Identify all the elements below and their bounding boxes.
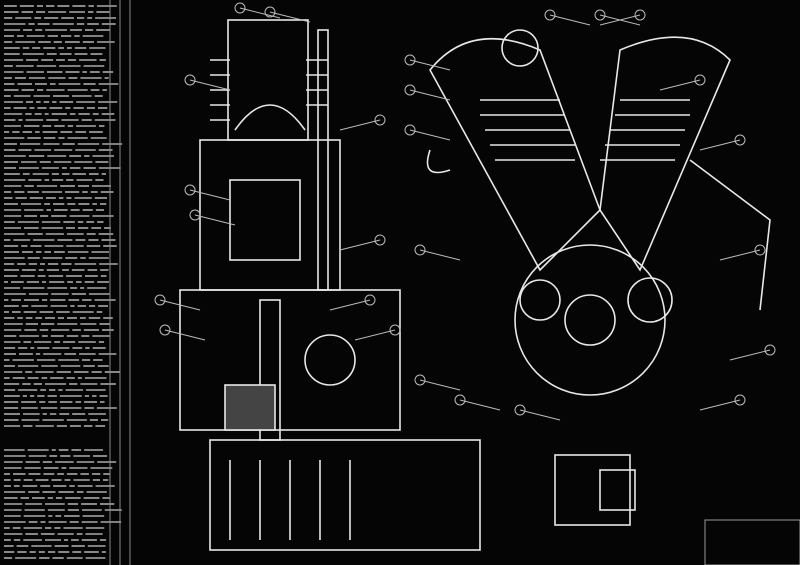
leader-line — [269, 11, 311, 23]
leader-line — [164, 329, 206, 341]
callout-bubble — [734, 134, 746, 146]
piston — [229, 179, 301, 261]
crankcase-circle — [514, 244, 666, 396]
leader-line — [699, 139, 741, 151]
callout-bubble — [374, 114, 386, 126]
callout-bubble — [514, 404, 526, 416]
callout-bubble — [594, 9, 606, 21]
combustion-dome — [234, 104, 306, 131]
callout-bubble — [404, 84, 416, 96]
part-callouts — [154, 2, 776, 421]
callout-bubble — [764, 344, 776, 356]
leader-line — [409, 129, 451, 141]
callout-bubble — [404, 124, 416, 136]
callout-bubble — [734, 394, 746, 406]
leader-line — [519, 409, 561, 421]
leader-line — [159, 299, 201, 311]
callout-bubble — [374, 234, 386, 246]
front-cylinder — [429, 38, 601, 272]
callout-bubble — [184, 184, 196, 196]
leader-line — [699, 399, 741, 411]
cooling-fins — [210, 59, 328, 121]
leader-line — [719, 249, 761, 261]
leader-line — [599, 14, 641, 26]
starter-motor-end — [599, 469, 636, 511]
starter-motor-view — [554, 454, 631, 526]
cylinder-fins — [480, 99, 690, 161]
callout-bubble — [694, 74, 706, 86]
engine-side-section-view — [179, 19, 481, 551]
parts-list-table — [4, 0, 131, 565]
callout-bubble — [404, 54, 416, 66]
leader-line — [354, 329, 396, 341]
leader-line — [329, 299, 371, 311]
gear-shafts — [229, 460, 351, 540]
callout-bubble — [389, 324, 401, 336]
leader-line — [409, 59, 451, 71]
flywheel-circle — [304, 334, 356, 386]
gear-circle — [519, 279, 561, 321]
leader-line — [339, 119, 381, 131]
leader-line — [549, 14, 591, 26]
callout-bubble — [159, 324, 171, 336]
title-block — [704, 519, 800, 565]
callout-bubble — [364, 294, 376, 306]
gearbox-outline — [209, 439, 481, 551]
valve-cover — [501, 29, 539, 67]
leader-line — [189, 189, 231, 201]
crank-hub — [564, 294, 616, 346]
callout-bubble — [454, 394, 466, 406]
leader-line — [459, 399, 501, 411]
callout-bubble — [154, 294, 166, 306]
leader-line — [339, 239, 381, 251]
leader-line — [194, 214, 236, 226]
cylinder-barrel — [199, 139, 341, 291]
callout-bubble — [264, 6, 276, 18]
callout-bubble — [634, 9, 646, 21]
callout-bubble — [234, 2, 246, 14]
gear-circle — [627, 277, 673, 323]
callout-bubble — [184, 74, 196, 86]
leader-line — [189, 79, 231, 91]
leader-line — [659, 79, 701, 91]
callout-bubble — [414, 244, 426, 256]
pipe-outline — [689, 159, 771, 311]
pushrod-tube — [317, 29, 329, 291]
leader-line — [419, 379, 461, 391]
callout-bubble — [544, 9, 556, 21]
title-block-frame — [704, 519, 800, 565]
engine-front-view — [426, 29, 771, 526]
shaded-section — [224, 384, 276, 431]
exhaust-port — [426, 149, 451, 174]
leader-line — [409, 89, 451, 101]
callout-bubble — [754, 244, 766, 256]
leader-line — [419, 249, 461, 261]
callout-bubble — [414, 374, 426, 386]
rear-cylinder — [599, 36, 731, 272]
leader-line — [729, 349, 771, 361]
crankcase-outline — [179, 289, 401, 431]
cylinder-head-outline — [227, 19, 309, 141]
callout-bubble — [189, 209, 201, 221]
